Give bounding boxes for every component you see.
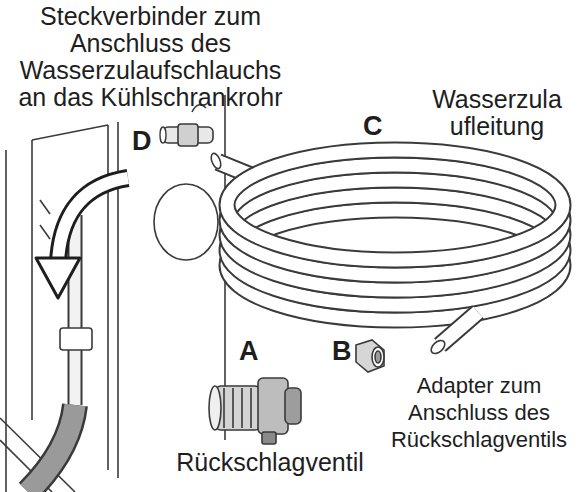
- fridge-pipe: [28, 215, 92, 492]
- adapter-b: [356, 340, 384, 372]
- part-description: Adapter zum Anschluss des Rückschlagvent…: [386, 372, 572, 453]
- part-description: Steckverbinder zum Anschluss des Wasserz…: [8, 3, 293, 111]
- direction-arrow: [36, 178, 128, 298]
- connector-d: [160, 124, 213, 146]
- part-name: Rückschlagventil: [150, 449, 390, 476]
- panel-outline: [154, 95, 225, 440]
- callout-letter: B: [332, 337, 352, 367]
- callout-letter: A: [239, 337, 259, 367]
- callout-letter: C: [363, 112, 383, 142]
- check-valve-a: [209, 378, 301, 444]
- callout-letter: D: [132, 127, 152, 157]
- part-description: Wasserzula ufleitung: [422, 86, 572, 140]
- hose-coil: [209, 150, 563, 356]
